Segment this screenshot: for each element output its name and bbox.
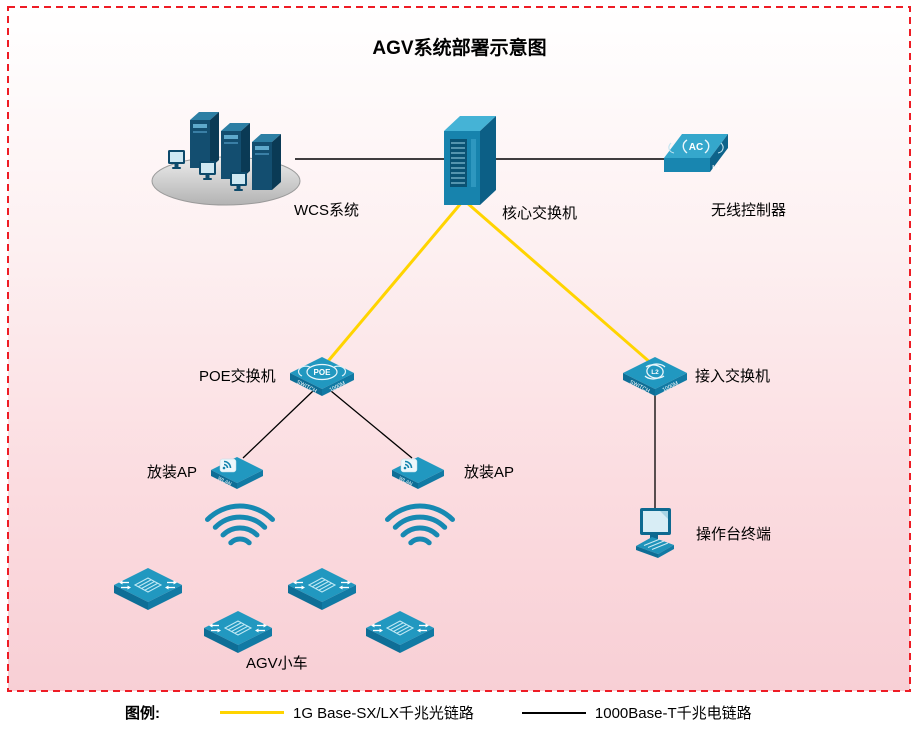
- ac-badge-text: AC: [689, 142, 703, 153]
- legend: 图例: 1G Base-SX/LX千兆光链路 1000Base-T千兆电链路: [125, 702, 752, 723]
- link-core-access-optical: [465, 200, 653, 366]
- core-switch-label: 核心交换机: [502, 205, 578, 222]
- wireless-controller-label: 无线控制器: [711, 202, 787, 219]
- optical-link-swatch: [220, 711, 284, 714]
- wcs-monitor-icon: [168, 150, 185, 169]
- electrical-link-swatch: [521, 711, 586, 714]
- core-switch-icon: [444, 116, 496, 205]
- poe-badge-text: POE: [314, 368, 332, 377]
- electrical-link-label: 1000Base-T千兆电链路: [594, 705, 752, 722]
- optical-link-label: 1G Base-SX/LX千兆光链路: [293, 705, 474, 722]
- wcs-monitor-icon: [230, 172, 247, 191]
- access-switch-icon: L2 SWITCH 1000M: [623, 357, 687, 396]
- access-badge-text: L2: [651, 369, 659, 376]
- wcs-monitor-icon: [199, 161, 216, 180]
- link-core-poe-optical: [322, 201, 464, 367]
- link-poe-ap-left: [242, 390, 314, 459]
- link-poe-ap-right: [330, 390, 413, 459]
- ap-left-label: 放装AP: [147, 464, 198, 481]
- agv-group-label: AGV小车: [246, 655, 308, 672]
- ap-right-label: 放装AP: [464, 464, 515, 481]
- legend-title: 图例:: [125, 705, 160, 722]
- wcs-label: WCS系统: [294, 202, 359, 219]
- wcs-system-icon: [151, 112, 301, 206]
- ac-edge-text: L3: [712, 165, 720, 172]
- poe-switch-label: POE交换机: [199, 368, 276, 385]
- access-switch-label: 接入交换机: [695, 368, 771, 385]
- console-terminal-icon: [636, 508, 674, 558]
- diagram-title: AGV系统部署示意图: [372, 38, 547, 59]
- console-label: 操作台终端: [696, 526, 772, 543]
- wireless-controller-icon: AC L3: [664, 134, 728, 172]
